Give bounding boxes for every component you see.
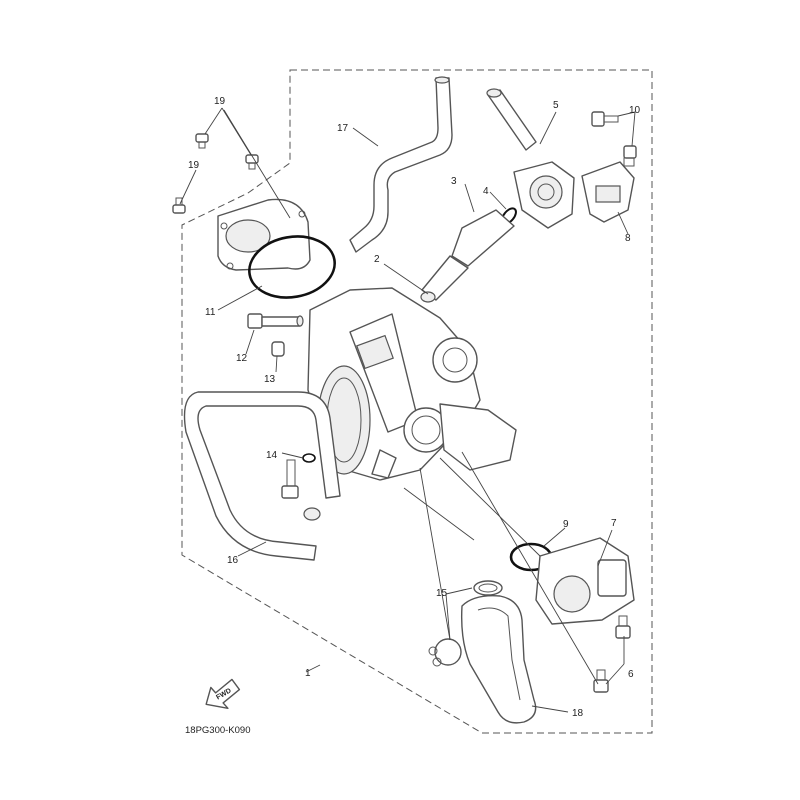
callout-5: 5 <box>553 100 559 111</box>
o-ring-14 <box>302 453 316 463</box>
callout-8: 8 <box>625 233 631 244</box>
callout-17: 17 <box>337 123 349 134</box>
assembly-boundary <box>181 69 653 734</box>
callout-1: 1 <box>305 668 311 679</box>
bolt-19-a <box>195 133 209 149</box>
fuel-pipe-holder <box>513 161 575 229</box>
breather-hose <box>349 76 453 253</box>
screw-6-a <box>615 615 631 639</box>
hose-16 <box>183 391 341 561</box>
callout-15: 15 <box>436 588 448 599</box>
leader-lines <box>179 107 636 713</box>
callout-18: 18 <box>572 708 584 719</box>
callout-19-b: 19 <box>188 160 200 171</box>
cover-plate <box>217 198 311 271</box>
fitting-12 <box>247 313 304 329</box>
clamp-15-a <box>473 580 503 596</box>
callout-labels: 1 2 3 4 5 6 7 8 9 10 11 12 13 14 15 16 1… <box>188 96 641 719</box>
drawing-code: 18PG300-K090 <box>185 725 251 736</box>
callout-19-a: 19 <box>214 96 226 107</box>
cap-13 <box>271 341 285 357</box>
callout-7: 7 <box>611 518 617 529</box>
callout-13: 13 <box>264 374 276 385</box>
fuel-pipe-5 <box>486 88 537 151</box>
bolt-10-b <box>623 145 637 167</box>
callout-12: 12 <box>236 353 248 364</box>
throttle-body <box>307 287 517 481</box>
callout-14: 14 <box>266 450 278 461</box>
callout-2: 2 <box>374 254 380 265</box>
bolt-19-c <box>172 197 186 214</box>
callout-10: 10 <box>629 105 641 116</box>
callout-9: 9 <box>563 519 569 530</box>
callout-3: 3 <box>451 176 457 187</box>
bolt-10-a <box>591 111 619 127</box>
hose-18 <box>460 595 537 724</box>
callout-11: 11 <box>205 307 216 318</box>
callout-4: 4 <box>483 186 489 197</box>
screw-14 <box>281 459 299 499</box>
callout-6: 6 <box>628 669 634 680</box>
o-ring-11 <box>248 235 336 299</box>
bracket-8 <box>581 161 635 223</box>
fuel-injector-3 <box>420 209 515 303</box>
sensor-7 <box>535 537 635 625</box>
clamp-15-b <box>428 638 462 667</box>
fwd-arrow-icon: FWD <box>205 678 241 710</box>
callout-16: 16 <box>227 555 239 566</box>
